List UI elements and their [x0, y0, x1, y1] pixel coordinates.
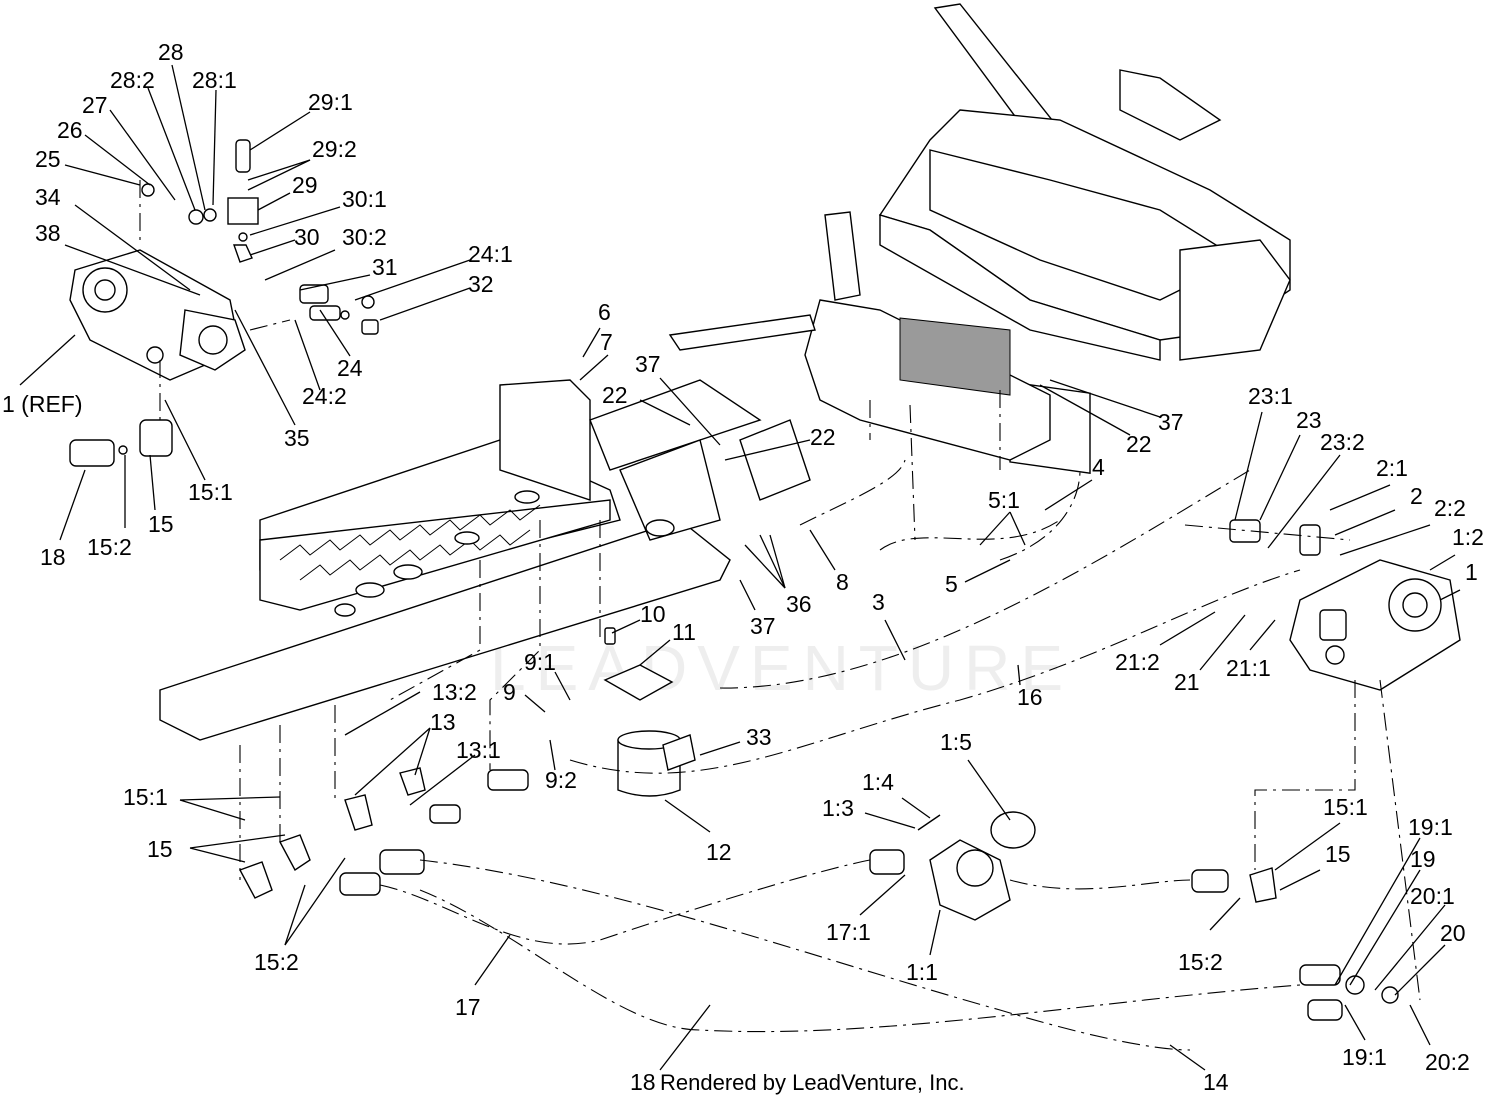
callout-label: 7 [600, 329, 613, 355]
callout-label: 4 [1092, 454, 1105, 480]
render-credit: Rendered by LeadVenture, Inc. [660, 1070, 965, 1095]
callout-label: 23:1 [1248, 383, 1293, 409]
callout-label: 15 [148, 511, 174, 537]
callout-label: 10 [640, 601, 666, 627]
callout-label: 9 [503, 679, 516, 705]
callout-label: 19 [1410, 846, 1436, 872]
callout-label: 38 [35, 220, 61, 246]
callout-label: 19:1 [1408, 814, 1453, 840]
callout-label: 15:2 [254, 949, 299, 975]
hose-routing [139, 180, 1421, 1051]
left-pump [69, 249, 246, 381]
callout-label: 1:2 [1452, 524, 1484, 550]
callout-label: 31 [372, 254, 398, 280]
callout-label: 13 [430, 709, 456, 735]
callout-label: 28 [158, 39, 184, 65]
callout-label: 35 [284, 425, 310, 451]
lower-left-fittings [239, 767, 529, 899]
callout-label: 21:1 [1226, 655, 1271, 681]
callout-label: 21:2 [1115, 649, 1160, 675]
callout-label: 1:5 [940, 729, 972, 755]
callout-label: 16 [1017, 684, 1043, 710]
callout-label: 37 [750, 613, 776, 639]
callout-label: 1 [1465, 559, 1478, 585]
callout-label: 30:2 [342, 224, 387, 250]
center-pump [869, 811, 1036, 921]
callout-label: 15:2 [1178, 949, 1223, 975]
callout-label: 22 [1126, 431, 1152, 457]
callout-label: 2:2 [1434, 495, 1466, 521]
callout-label: 29:1 [308, 89, 353, 115]
oil-filter [603, 627, 696, 797]
callout-label: 24:1 [468, 241, 513, 267]
callout-label: 24 [337, 355, 363, 381]
callout-label: 18 [630, 1069, 656, 1095]
callout-label: 25 [35, 146, 61, 172]
callout-label: 15 [1325, 841, 1351, 867]
callout-label: 13:2 [432, 679, 477, 705]
callout-label: 29 [292, 172, 318, 198]
callout-label: 28:1 [192, 67, 237, 93]
callout-label: 1 (REF) [2, 391, 83, 417]
watermark: LEADVENTURE [490, 632, 1073, 704]
callout-label: 6 [598, 299, 611, 325]
callout-label: 5 [945, 571, 958, 597]
callout-label: 36 [786, 591, 812, 617]
callout-label: 22 [810, 424, 836, 450]
frame-assembly [668, 3, 1291, 474]
callout-label: 3 [872, 589, 885, 615]
callout-label: 18 [40, 544, 66, 570]
callout-label: 9:2 [545, 767, 577, 793]
callout-label: 2 [1410, 483, 1423, 509]
callout-label: 2:1 [1376, 455, 1408, 481]
callout-label: 15:1 [1323, 794, 1368, 820]
callout-label: 19:1 [1342, 1044, 1387, 1070]
callout-label: 17 [455, 994, 481, 1020]
callout-label: 20:2 [1425, 1049, 1470, 1075]
callout-label: 33 [746, 724, 772, 750]
callout-label: 27 [82, 92, 108, 118]
leader-lines [19, 64, 1461, 1071]
callout-label: 12 [706, 839, 732, 865]
callout-label: 1:3 [822, 795, 854, 821]
callout-label: 37 [635, 351, 661, 377]
lower-right-fittings [1191, 867, 1399, 1021]
callout-label: 30:1 [342, 186, 387, 212]
callout-label: 37 [1158, 409, 1184, 435]
callout-labels: 1 (REF) 25 26 27 28:2 28 28:1 29:1 29:2 … [2, 39, 1484, 1095]
callout-label: 30 [294, 224, 320, 250]
callout-label: 11 [672, 619, 696, 645]
callout-label: 1:1 [906, 959, 938, 985]
callout-label: 17:1 [826, 919, 871, 945]
callout-label: 9:1 [524, 649, 556, 675]
callout-label: 29:2 [312, 136, 357, 162]
callout-label: 20:1 [1410, 883, 1455, 909]
right-pump [1229, 519, 1461, 691]
main-frame [159, 379, 811, 741]
callout-label: 15:2 [87, 534, 132, 560]
callout-label: 15 [147, 836, 173, 862]
callout-label: 22 [602, 382, 628, 408]
callout-label: 5:1 [988, 487, 1020, 513]
callout-label: 26 [57, 117, 83, 143]
callout-label: 14 [1203, 1069, 1229, 1095]
callout-label: 1:4 [862, 769, 894, 795]
callout-label: 28:2 [110, 67, 155, 93]
callout-label: 34 [35, 184, 61, 210]
callout-label: 21 [1174, 669, 1200, 695]
callout-label: 20 [1440, 920, 1466, 946]
callout-label: 32 [468, 271, 494, 297]
callout-label: 23:2 [1320, 429, 1365, 455]
callout-label: 8 [836, 569, 849, 595]
callout-label: 15:1 [188, 479, 233, 505]
callout-label: 24:2 [302, 383, 347, 409]
callout-label: 13:1 [456, 737, 501, 763]
callout-label: 15:1 [123, 784, 168, 810]
callout-label: 23 [1296, 407, 1322, 433]
valve-stack [69, 139, 379, 467]
